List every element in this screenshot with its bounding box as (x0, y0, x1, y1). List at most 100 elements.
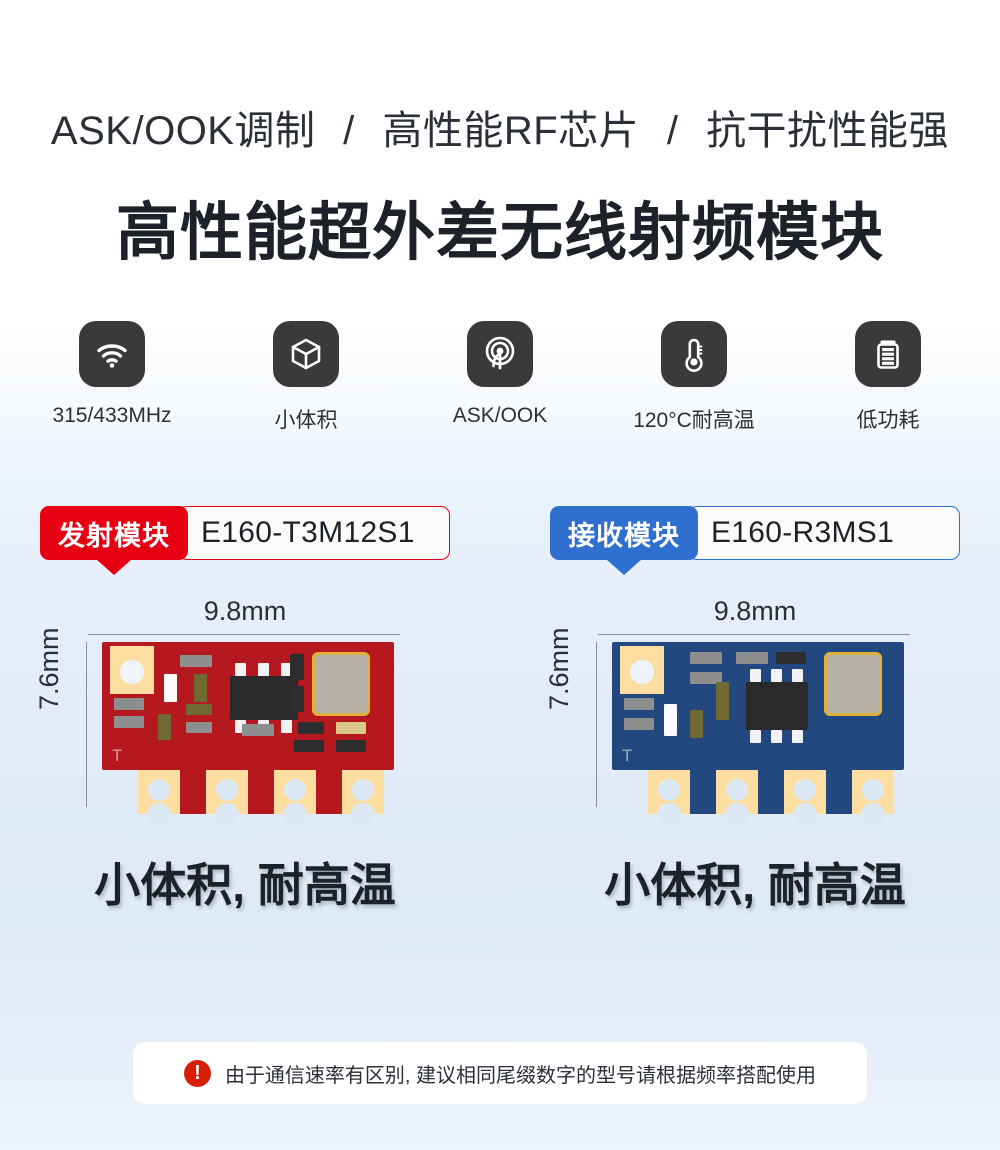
ic-pin (750, 669, 761, 682)
crystal-oscillator (312, 652, 370, 716)
smd-resistor (690, 672, 722, 684)
pad-gap (690, 770, 716, 814)
feature-item-power: 低功耗 (825, 321, 951, 434)
pad-hole (352, 779, 374, 801)
smd-capacitor (298, 722, 324, 734)
smd-resistor (186, 722, 212, 733)
feature-item-size: 小体积 (243, 321, 369, 434)
height-dimension-line (86, 642, 87, 807)
thermometer-icon (661, 321, 727, 387)
transmitter-board-diagram: 9.8mm 7.6mm (34, 596, 410, 825)
battery-icon (855, 321, 921, 387)
pad-notch (351, 803, 375, 825)
pad-gap (316, 770, 342, 814)
subtitle-separator-1: / (343, 109, 355, 153)
pad-gap (758, 770, 784, 814)
height-dimension-line (596, 642, 597, 807)
page-header: ASK/OOK调制 / 高性能RF芯片 / 抗干扰性能强 高性能超外差无线射频模… (0, 0, 1000, 273)
receiver-caption: 小体积, 耐高温 (604, 859, 906, 911)
width-dimension-line (598, 634, 910, 635)
note-text: 由于通信速率有区别, 建议相同尾缀数字的型号请根据频率搭配使用 (224, 1064, 817, 1087)
ic-pin (258, 663, 269, 676)
pad-hole (794, 779, 816, 801)
crystal-oscillator (824, 652, 882, 716)
silkscreen-marking: T (622, 746, 633, 765)
smd-resistor (624, 718, 654, 730)
pad-notch (861, 803, 885, 825)
smd-inductor (158, 714, 171, 740)
subtitle-separator-2: / (666, 109, 679, 153)
receiver-badge-tag: 接收模块 (550, 506, 698, 575)
smd-capacitor (164, 674, 177, 702)
silkscreen-marking: T (112, 746, 123, 765)
smd-resistor (180, 655, 212, 667)
feature-item-modulation: ASK/OOK (437, 321, 563, 428)
module-receiver: 接收模块 E160-R3MS1 9.8mm 7.6mm (544, 506, 960, 915)
smd-resistor (114, 698, 144, 710)
ic-pin (235, 663, 246, 676)
pad-hole (216, 779, 238, 801)
antenna-pad (620, 646, 664, 694)
badge-tail (97, 560, 131, 575)
transmitter-caption: 小体积, 耐高温 (94, 859, 396, 911)
ic-pin (771, 730, 782, 743)
width-dimension-label: 9.8mm (203, 596, 287, 626)
pad-hole (120, 660, 144, 684)
castellated-pad (852, 770, 894, 825)
pad-notch (725, 803, 749, 825)
smd-resistor (242, 724, 274, 736)
badge-tail (607, 560, 641, 575)
subtitle-part-1: ASK/OOK调制 (50, 109, 316, 153)
ic-pin (281, 663, 292, 676)
pad-notch (215, 803, 239, 825)
castellated-pad (138, 770, 180, 825)
pad-hole (726, 779, 748, 801)
receiver-board-diagram: 9.8mm 7.6mm (544, 596, 920, 825)
feature-label: 315/433MHz (52, 404, 172, 427)
smd-resistor (736, 652, 768, 664)
receiver-model: E160-R3MS1 (688, 506, 960, 560)
subtitle-part-3: 抗干扰性能强 (706, 109, 950, 153)
ic-pin (792, 730, 803, 743)
feature-item-frequency: 315/433MHz (49, 321, 175, 428)
ic-pin (771, 669, 782, 682)
smd-diode (336, 722, 366, 734)
transmitter-badge-tag: 发射模块 (40, 506, 188, 575)
subtitle: ASK/OOK调制 / 高性能RF芯片 / 抗干扰性能强 (0, 98, 1000, 156)
note-bar: ! 由于通信速率有区别, 建议相同尾缀数字的型号请根据频率搭配使用 (133, 1042, 867, 1104)
pad-gap (180, 770, 206, 814)
castellated-pad (274, 770, 316, 825)
pad-notch (283, 803, 307, 825)
receiver-badge-label: 接收模块 (568, 520, 680, 551)
pad-gap (826, 770, 852, 814)
pad-notch (793, 803, 817, 825)
width-dimension-line (88, 634, 400, 635)
smd-resistor (624, 698, 654, 710)
smd-resistor (114, 716, 144, 728)
castellated-pads (102, 770, 394, 825)
pad-hole (284, 779, 306, 801)
smd-inductor (194, 674, 207, 702)
receiver-badge: 接收模块 E160-R3MS1 (550, 506, 960, 575)
pad-hole (658, 779, 680, 801)
receiver-pcb: T (612, 642, 904, 825)
module-transmitter: 发射模块 E160-T3M12S1 9.8mm 7.6mm (34, 506, 450, 915)
castellated-pad (342, 770, 384, 825)
transmitter-pcb: T (102, 642, 394, 825)
castellated-pad (206, 770, 248, 825)
exclamation-circle-icon: ! (183, 1059, 211, 1087)
feature-label: 低功耗 (856, 409, 920, 432)
cube-icon (273, 321, 339, 387)
smd-resistor (690, 652, 722, 664)
feature-list: 315/433MHz 小体积 (0, 321, 1000, 434)
smd-inductor (186, 704, 212, 715)
module-comparison: 发射模块 E160-T3M12S1 9.8mm 7.6mm (0, 506, 1000, 915)
subtitle-part-2: 高性能RF芯片 (382, 109, 640, 153)
wifi-icon (79, 321, 145, 387)
signal-wave-icon (467, 321, 533, 387)
rf-ic-chip (746, 682, 808, 730)
transmitter-model: E160-T3M12S1 (178, 506, 450, 560)
ic-pin (750, 730, 761, 743)
transmitter-badge-label: 发射模块 (58, 520, 170, 551)
pad-notch (657, 803, 681, 825)
